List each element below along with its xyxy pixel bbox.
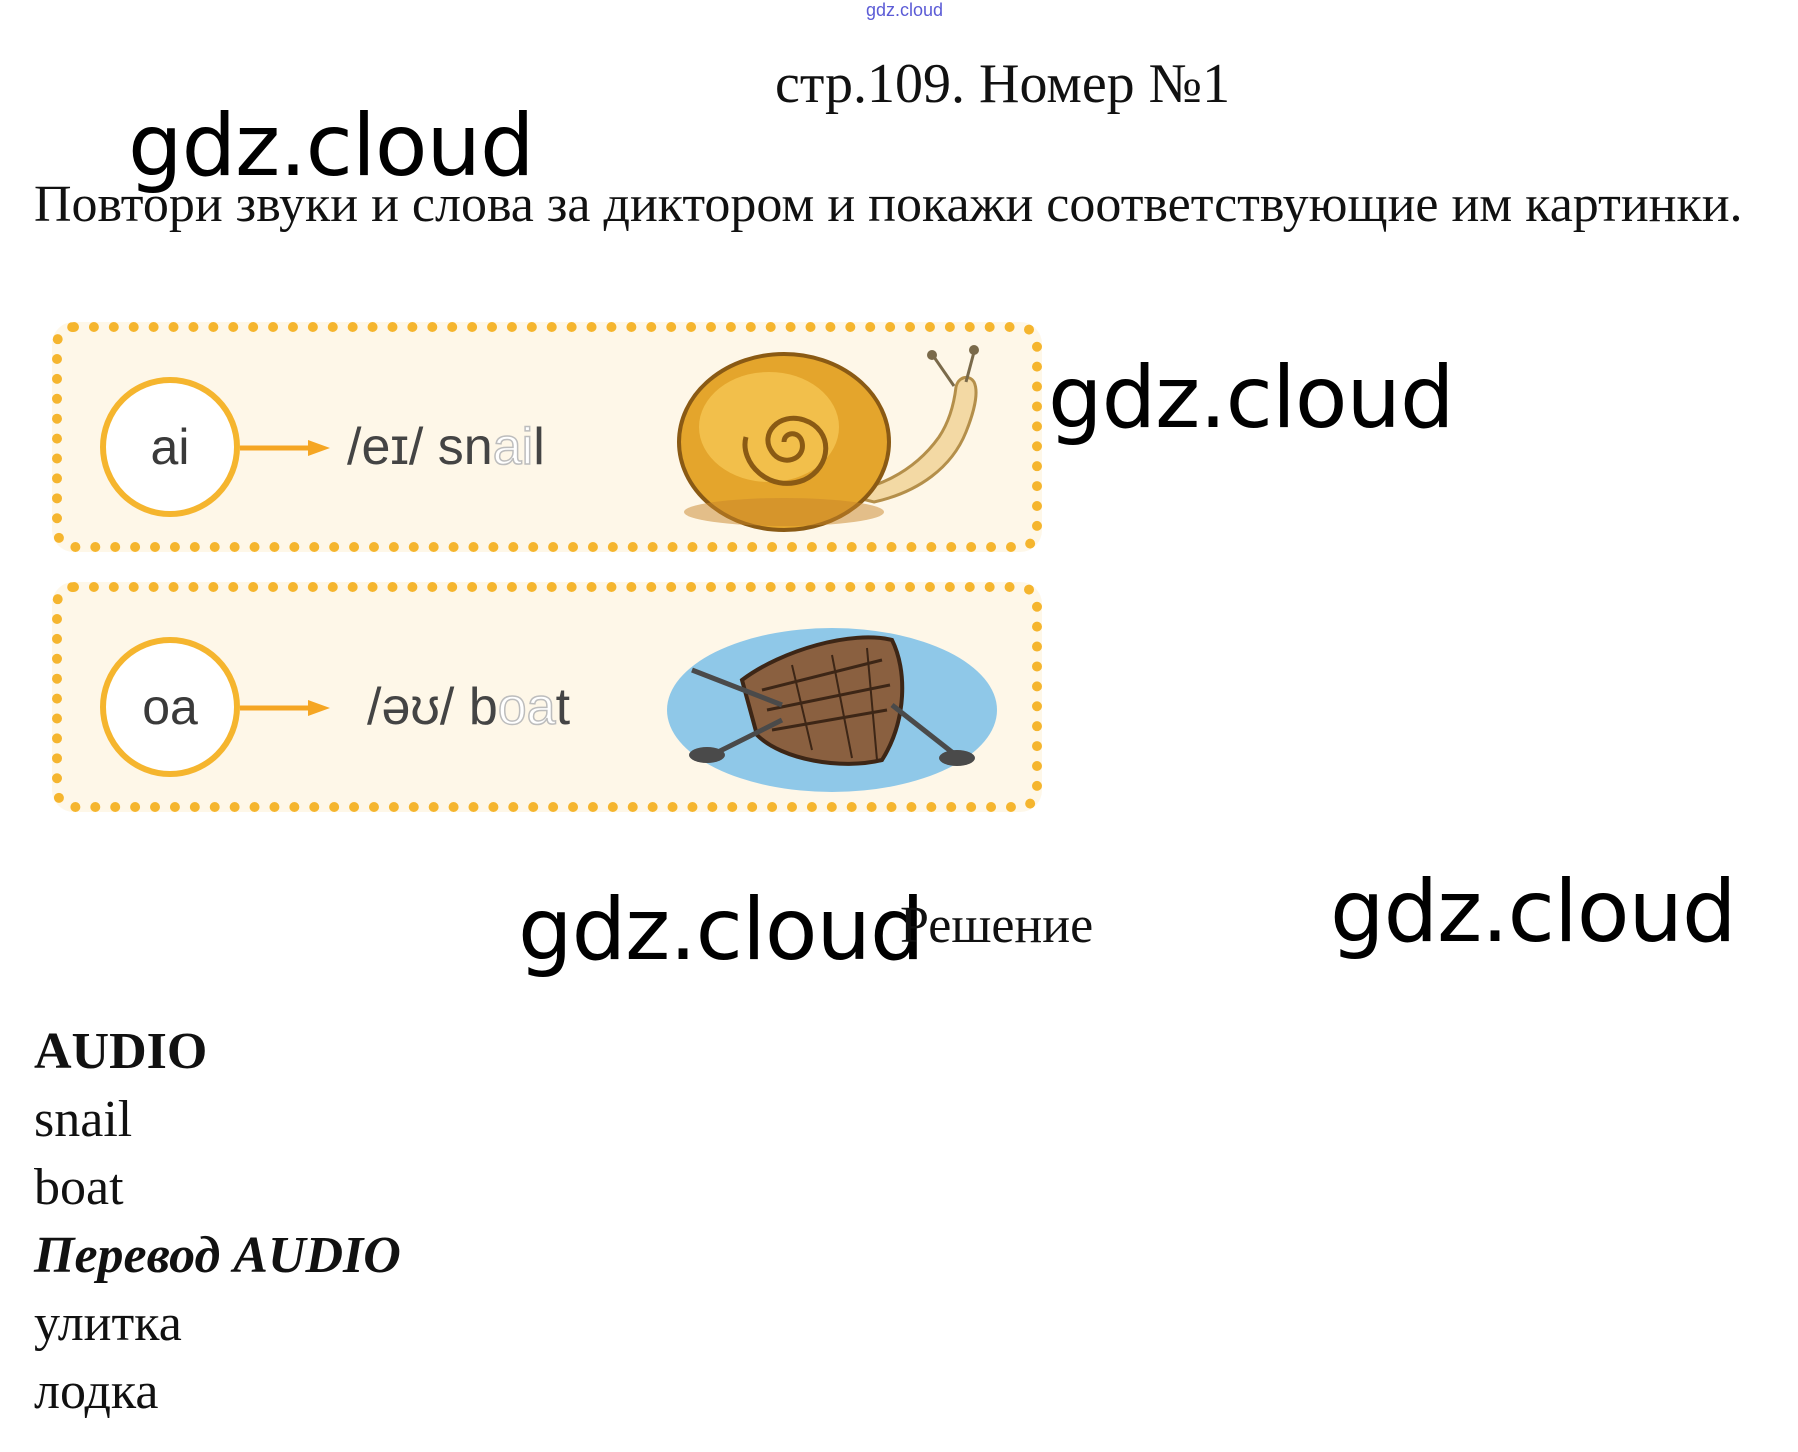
word-transcription: /əʊ/ boat	[367, 677, 570, 737]
arrow-right-icon	[240, 440, 330, 456]
transcription: /eɪ/	[347, 418, 424, 476]
audio-word: snail	[34, 1091, 133, 1148]
word-start: sn	[437, 418, 493, 476]
sound-label: oa	[142, 679, 198, 735]
watermark: gdz.cloud	[1048, 348, 1455, 448]
watermark: gdz.cloud	[128, 96, 535, 196]
word-end: t	[555, 678, 571, 736]
translation-heading: Перевод AUDIO	[34, 1227, 401, 1284]
sound-circle: oa	[100, 637, 240, 777]
solution-heading: Решение	[900, 897, 1094, 954]
audio-word: boat	[34, 1159, 124, 1216]
translation-word: лодка	[34, 1363, 159, 1420]
site-watermark-small: gdz.cloud	[866, 0, 944, 20]
word-end: l	[533, 418, 545, 476]
watermark: gdz.cloud	[1330, 862, 1737, 962]
task-text: Повтори звуки и слова за диктором и пока…	[34, 176, 1743, 233]
transcription: /əʊ/	[367, 678, 455, 736]
arrow-right-icon	[240, 700, 330, 716]
phonics-card-snail: ai /eɪ/ snail	[52, 322, 1042, 552]
translation-word: улитка	[34, 1295, 182, 1352]
snail-icon	[677, 345, 979, 532]
watermark: gdz.cloud	[518, 880, 925, 980]
boat-icon	[667, 628, 997, 792]
word-highlight: oa	[497, 677, 556, 737]
page-title: стр.109. Номер №1	[775, 53, 1231, 115]
word-highlight: ai	[492, 417, 534, 477]
phonics-card-boat: oa /əʊ/ boat	[52, 582, 1042, 812]
audio-heading: AUDIO	[34, 1023, 208, 1080]
word-start: b	[468, 678, 498, 736]
sound-label: ai	[150, 419, 190, 475]
sound-circle: ai	[100, 377, 240, 517]
word-transcription: /eɪ/ snail	[347, 417, 545, 477]
solution-body: AUDIO snail boat Перевод AUDIO улитка ло…	[34, 1018, 401, 1426]
